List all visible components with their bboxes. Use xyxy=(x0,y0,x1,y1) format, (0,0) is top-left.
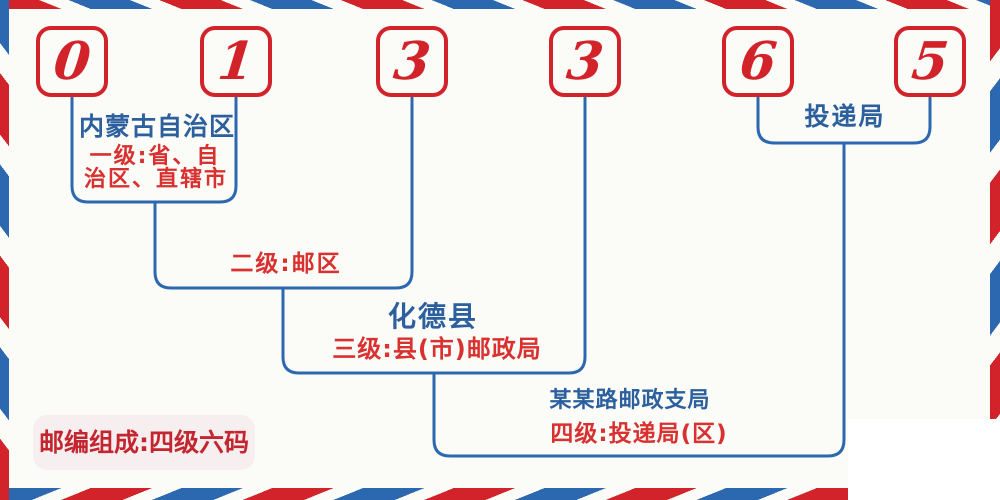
level3-desc: 三级:县(市)邮政局 xyxy=(332,335,542,363)
level2-desc: 二级:邮区 xyxy=(230,251,342,277)
postal-digit-6: 5 xyxy=(908,30,952,92)
postal-digit-box-4: 3 xyxy=(549,26,621,97)
bottom-right-white-patch xyxy=(848,419,1000,500)
airmail-border-top xyxy=(0,0,1000,9)
level4-branch-name: 某某路邮政支局 xyxy=(549,388,711,413)
postal-digit-5: 6 xyxy=(736,30,780,92)
level1-region-name: 内蒙古自治区 xyxy=(78,112,236,141)
level4-delivery-office: 投递局 xyxy=(804,102,886,131)
postal-digit-box-3: 3 xyxy=(376,26,448,97)
level4-desc: 四级:投递局(区) xyxy=(550,421,728,447)
postal-digit-box-2: 1 xyxy=(200,26,272,97)
composition-badge-text: 邮编组成:四级六码 xyxy=(39,428,249,457)
postal-digit-3: 3 xyxy=(390,30,434,92)
level1-desc-line1: 一级:省、自 xyxy=(89,144,221,169)
postal-digit-box-5: 6 xyxy=(722,26,794,97)
level1-desc-line2: 治区、直辖市 xyxy=(83,167,229,192)
postal-digit-1: 0 xyxy=(50,30,94,92)
bracket-level4 xyxy=(432,143,846,458)
airmail-border-bottom xyxy=(0,488,1000,500)
level3-region-name: 化德县 xyxy=(387,300,479,333)
airmail-border-left xyxy=(0,0,9,500)
postal-digit-4: 3 xyxy=(563,30,607,92)
postal-digit-2: 1 xyxy=(214,30,258,92)
airmail-border-right xyxy=(990,0,1000,500)
postal-digit-box-1: 0 xyxy=(36,26,108,97)
composition-badge: 邮编组成:四级六码 xyxy=(33,415,255,470)
postal-digit-box-6: 5 xyxy=(894,26,966,97)
